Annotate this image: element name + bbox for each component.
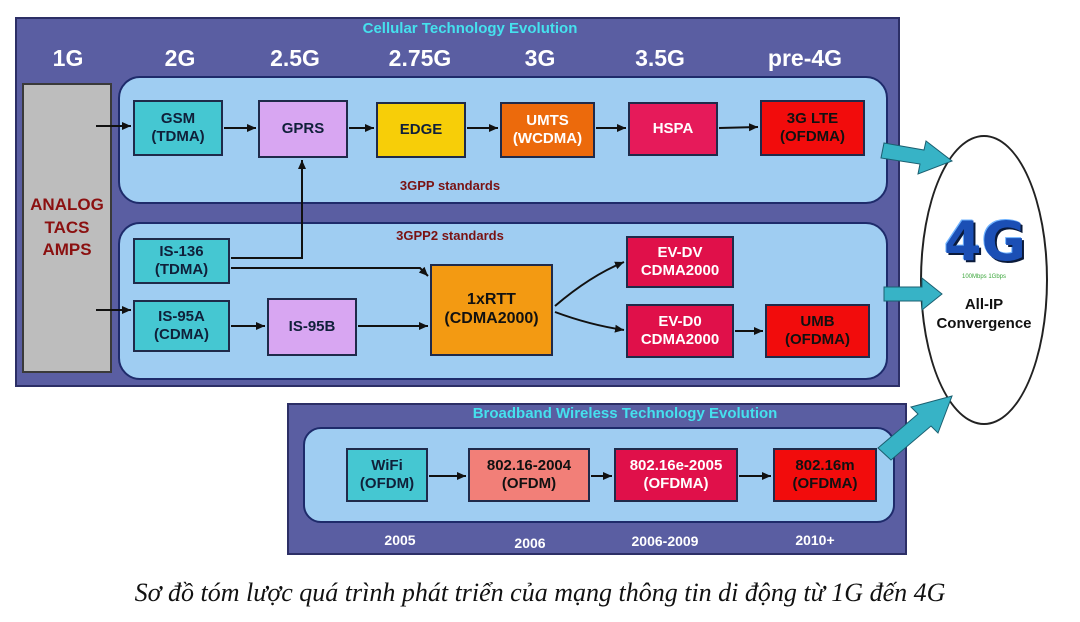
year-2005: 2005 bbox=[384, 532, 416, 548]
is136-node: IS-136(TDMA) bbox=[133, 238, 230, 284]
1xrtt-node: 1xRTT(CDMA2000) bbox=[430, 264, 553, 356]
year-2006-2009: 2006-2009 bbox=[631, 533, 699, 549]
80216m-node: 802.16m(OFDMA) bbox=[773, 448, 877, 502]
wifi-node: WiFi(OFDM) bbox=[346, 448, 428, 502]
80216e-2005-node: 802.16e-2005(OFDMA) bbox=[614, 448, 738, 502]
gen-2g: 2G bbox=[164, 45, 196, 71]
broadband-title: Broadband Wireless Technology Evolution bbox=[472, 405, 778, 422]
arrow-hspa-to-lte bbox=[718, 123, 759, 132]
gen-1g: 1G bbox=[52, 45, 84, 71]
umts-node: UMTS(WCDMA) bbox=[500, 102, 595, 158]
3gpp-label: 3GPP standards bbox=[399, 178, 501, 193]
figure-caption: Sơ đồ tóm lược quá trình phát triển của … bbox=[134, 578, 946, 607]
4g-logo: 4G bbox=[944, 210, 1026, 273]
analog-label: ANALOG bbox=[30, 194, 104, 214]
big-arrow-3gpp-to-4g bbox=[880, 140, 954, 175]
umb-node: UMB(OFDMA) bbox=[765, 304, 870, 358]
big-arrow-broadband-to-4g bbox=[877, 395, 953, 461]
gsm-node: GSM(TDMA) bbox=[133, 100, 223, 156]
gen-3g: 3G bbox=[524, 45, 556, 71]
cellular-title: Cellular Technology Evolution bbox=[362, 20, 578, 37]
arrow-is136-to-gprs bbox=[231, 160, 306, 259]
tacs-label: TACS bbox=[44, 217, 90, 237]
is95a-node: IS-95A(CDMA) bbox=[133, 300, 230, 352]
gen-pre-4g: pre-4G bbox=[767, 45, 843, 71]
big-arrow-3gpp2-to-4g bbox=[883, 276, 943, 312]
arrow-1xrtt-to-evdo bbox=[554, 311, 625, 333]
gen-3-5g: 3.5G bbox=[635, 45, 685, 71]
is95b-node: IS-95B bbox=[267, 298, 357, 356]
edge-node: EDGE bbox=[376, 102, 466, 158]
arrow-is136-to-1xrtt bbox=[231, 266, 429, 277]
lte-node: 3G LTE(OFDMA) bbox=[760, 100, 865, 156]
gen-2-5g: 2.5G bbox=[270, 45, 320, 71]
80216-2004-node: 802.16-2004(OFDM) bbox=[468, 448, 590, 502]
year-2010-plus: 2010+ bbox=[795, 532, 835, 548]
analog-block: ANALOG TACS AMPS bbox=[22, 83, 112, 373]
3gpp2-label: 3GPP2 standards bbox=[396, 228, 504, 243]
hspa-node: HSPA bbox=[628, 102, 718, 156]
amps-label: AMPS bbox=[42, 240, 92, 260]
gen-2-75g: 2.75G bbox=[388, 45, 452, 71]
arrow-1xrtt-to-evdv bbox=[554, 261, 625, 307]
gprs-node: GPRS bbox=[258, 100, 348, 158]
year-2006: 2006 bbox=[514, 535, 546, 551]
4g-logo-subtext: 100Mbps 1Gbps bbox=[961, 274, 1007, 280]
convergence-ellipse bbox=[920, 135, 1048, 425]
